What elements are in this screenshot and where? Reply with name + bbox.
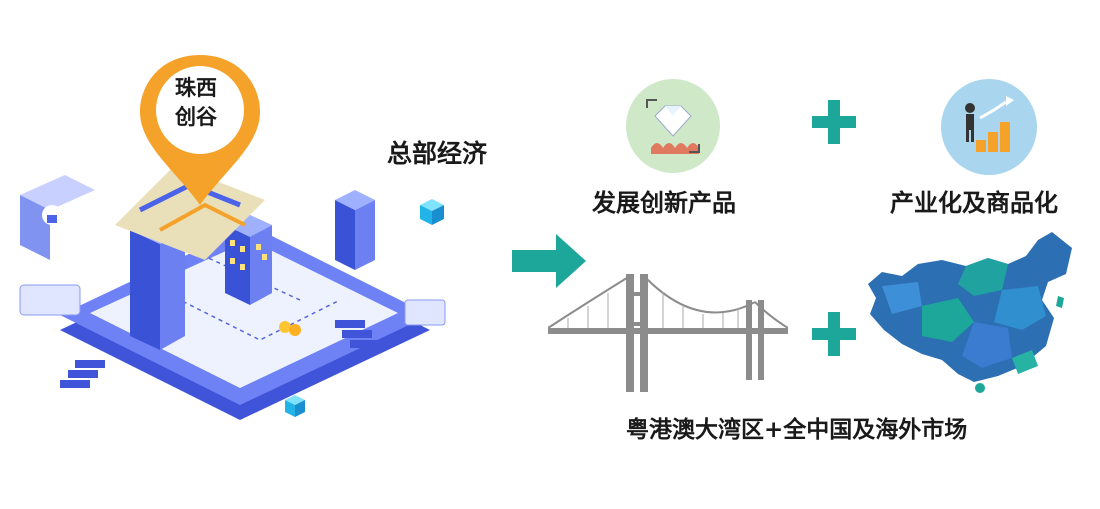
china-map-illustration [862,226,1082,398]
diamond-cycle-icon [625,78,721,174]
card-left [19,284,81,316]
plus-icon-bottom [810,310,858,358]
location-pin-icon [140,55,260,205]
cube-top [420,199,444,225]
stairs-right [335,320,380,348]
pin-label-line1: 珠西 [175,76,217,100]
hq-economy-label: 总部经济 [387,139,488,168]
industrialization-label: 产业化及商品化 [890,189,1058,217]
suspension-bridge-illustration [548,262,788,402]
building-mid [225,214,272,305]
innovative-products-label: 发展创新产品 [592,189,736,217]
market-scope-label: 粤港澳大湾区+全中国及海外市场 [626,417,968,443]
pin-label-line2: 创谷 [175,105,217,129]
building-right [335,190,375,270]
stairs-left [60,360,105,388]
coins [279,321,291,333]
plus-icon-top [810,98,858,146]
platform-screen [90,240,398,388]
right-arrow-icon [512,232,588,290]
climbing-growth-icon [940,78,1038,176]
lock-panel [20,175,95,260]
cube-bottom [285,395,305,417]
building-main [130,218,185,350]
card-right [404,299,446,326]
city-illustration [0,30,470,460]
